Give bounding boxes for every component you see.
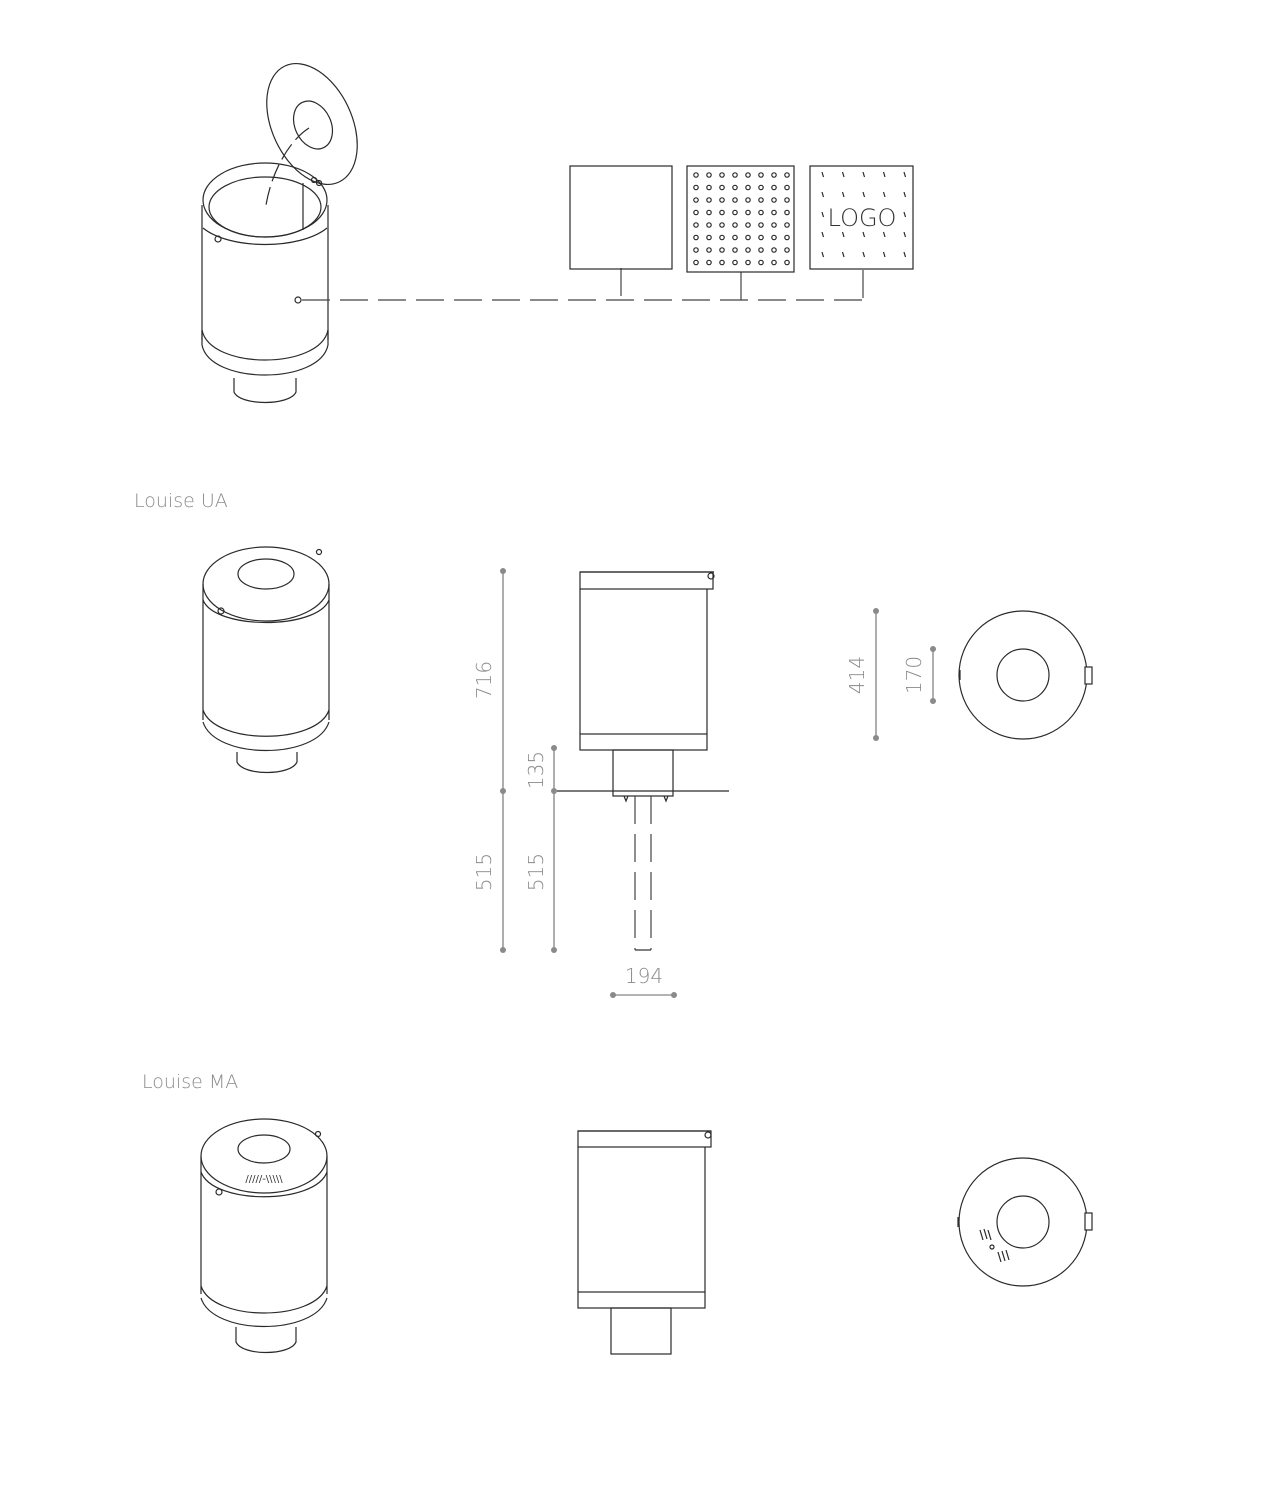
dim-post-width: 194 — [625, 964, 663, 988]
louise-ma-isometric: /////-\\\\\ — [200, 1118, 328, 1353]
plain-panel — [569, 165, 673, 270]
ashtray-grille-icon — [979, 1228, 1010, 1263]
dim-opening-diameter: 170 — [902, 656, 926, 694]
dim-total-height: 716 — [472, 661, 496, 699]
louise-ua-side-view — [557, 571, 729, 951]
louise-ma-side-view — [577, 1130, 712, 1355]
louise-ma-top-view — [957, 1157, 1093, 1287]
section-label-louise-ma: Louise MA — [142, 1071, 239, 1093]
perforated-panel — [686, 165, 795, 273]
isometric-open-bin — [201, 62, 358, 403]
logo-panel: LOGO — [809, 165, 914, 270]
dim-above-ground: 135 — [524, 751, 548, 789]
section-label-louise-ua: Louise UA — [134, 490, 228, 512]
louise-ua-top-view — [958, 610, 1093, 740]
dimension-lines-side: 716 515 135 515 194 — [472, 568, 677, 998]
dim-in-ground-right: 515 — [524, 853, 548, 891]
dimension-lines-top: 414 170 — [845, 608, 936, 741]
panel-leader-lines — [302, 268, 864, 301]
dim-outer-diameter: 414 — [845, 656, 869, 694]
ashtray-grille-icon: /////-\\\\\ — [245, 1174, 283, 1185]
louise-ua-isometric — [202, 546, 330, 773]
logo-text: LOGO — [828, 204, 897, 232]
dim-in-ground-left: 515 — [472, 853, 496, 891]
